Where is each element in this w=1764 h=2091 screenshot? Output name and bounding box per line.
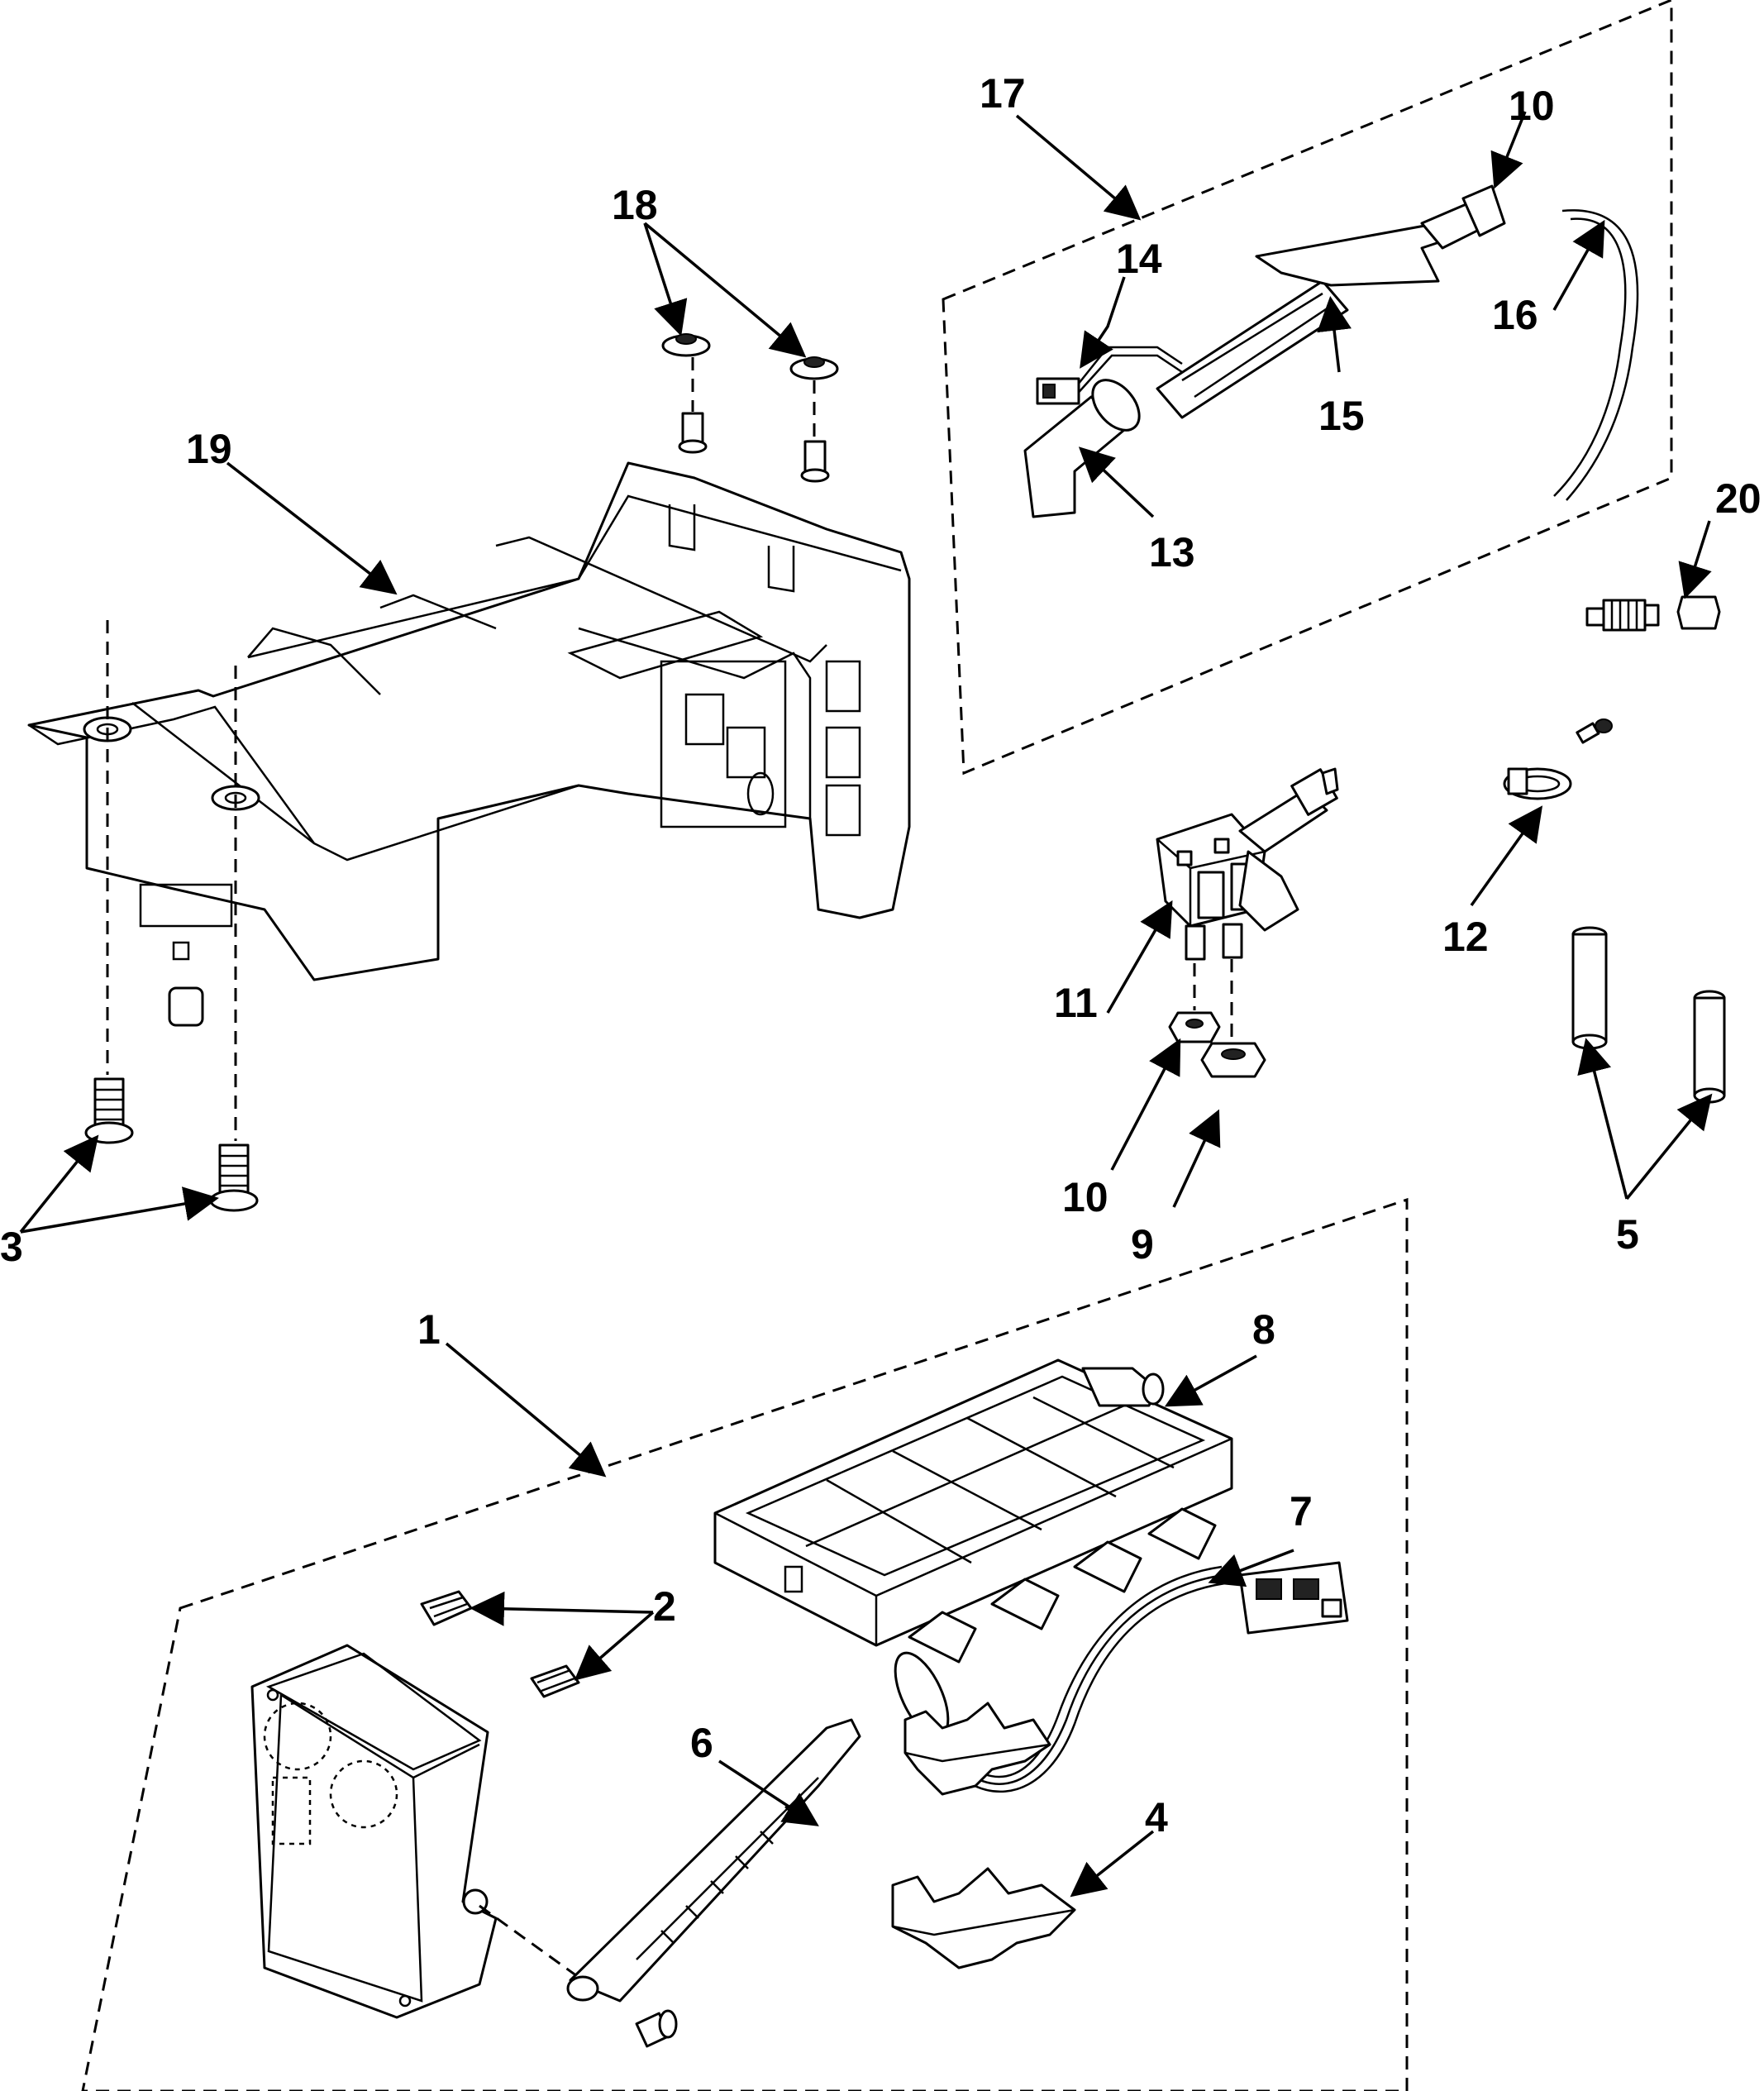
callout-13: 13 — [1149, 529, 1195, 575]
group-boundary-1 — [81, 1197, 1409, 2091]
callout-18: 18 — [612, 182, 658, 228]
mold-support-bracket — [903, 1702, 1051, 1796]
callout-19: 19 — [186, 426, 232, 472]
small-tab-clip — [168, 986, 204, 1027]
fitting-nut — [1461, 184, 1506, 237]
callout-5: 5 — [1616, 1211, 1639, 1258]
callout-6: 6 — [690, 1720, 713, 1766]
callout-8: 8 — [1252, 1306, 1275, 1353]
screw — [635, 2009, 678, 2048]
fill-tube-elbow — [1023, 379, 1141, 518]
ice-bucket-housing — [27, 461, 911, 981]
hex-nut — [1168, 1011, 1221, 1043]
fill-tube-bracket — [1255, 197, 1502, 287]
callout-10: 10 — [1509, 83, 1555, 129]
callout-10: 10 — [1062, 1174, 1108, 1220]
callout-4: 4 — [1145, 1794, 1168, 1840]
screw — [209, 1143, 259, 1212]
grommet — [789, 356, 839, 380]
callout-11: 11 — [1054, 980, 1098, 1026]
ejector-arm — [566, 1718, 861, 2003]
callout-12: 12 — [1442, 914, 1489, 960]
callout-14: 14 — [1116, 236, 1162, 282]
spacer-rod — [1571, 926, 1608, 1050]
screw — [800, 440, 830, 483]
ice-maker-control-box — [250, 1644, 498, 2019]
callout-15: 15 — [1318, 393, 1365, 439]
spacer-rod — [1693, 990, 1726, 1104]
clip — [420, 1590, 473, 1626]
clip — [530, 1664, 580, 1698]
callout-9: 9 — [1131, 1221, 1154, 1267]
callout-16: 16 — [1492, 292, 1538, 338]
screw — [84, 1077, 134, 1144]
grommet — [661, 333, 711, 357]
group-boundary-17 — [942, 0, 1673, 776]
callout-3: 3 — [0, 1224, 23, 1270]
callout-17: 17 — [980, 70, 1026, 117]
callout-20: 20 — [1715, 475, 1762, 522]
mold-support-bracket — [891, 1867, 1076, 1969]
ice-mold-tray — [713, 1358, 1233, 1664]
callout-1: 1 — [417, 1306, 441, 1353]
compression-fitting — [1585, 595, 1721, 632]
screw — [678, 412, 708, 454]
tube-clamp — [1503, 718, 1613, 800]
leader-lines — [19, 111, 1713, 1898]
water-valve — [1156, 767, 1339, 961]
hex-nut — [1200, 1042, 1266, 1078]
callout-2: 2 — [653, 1583, 676, 1630]
water-tubing — [1553, 217, 1627, 497]
callout-7: 7 — [1290, 1488, 1313, 1535]
